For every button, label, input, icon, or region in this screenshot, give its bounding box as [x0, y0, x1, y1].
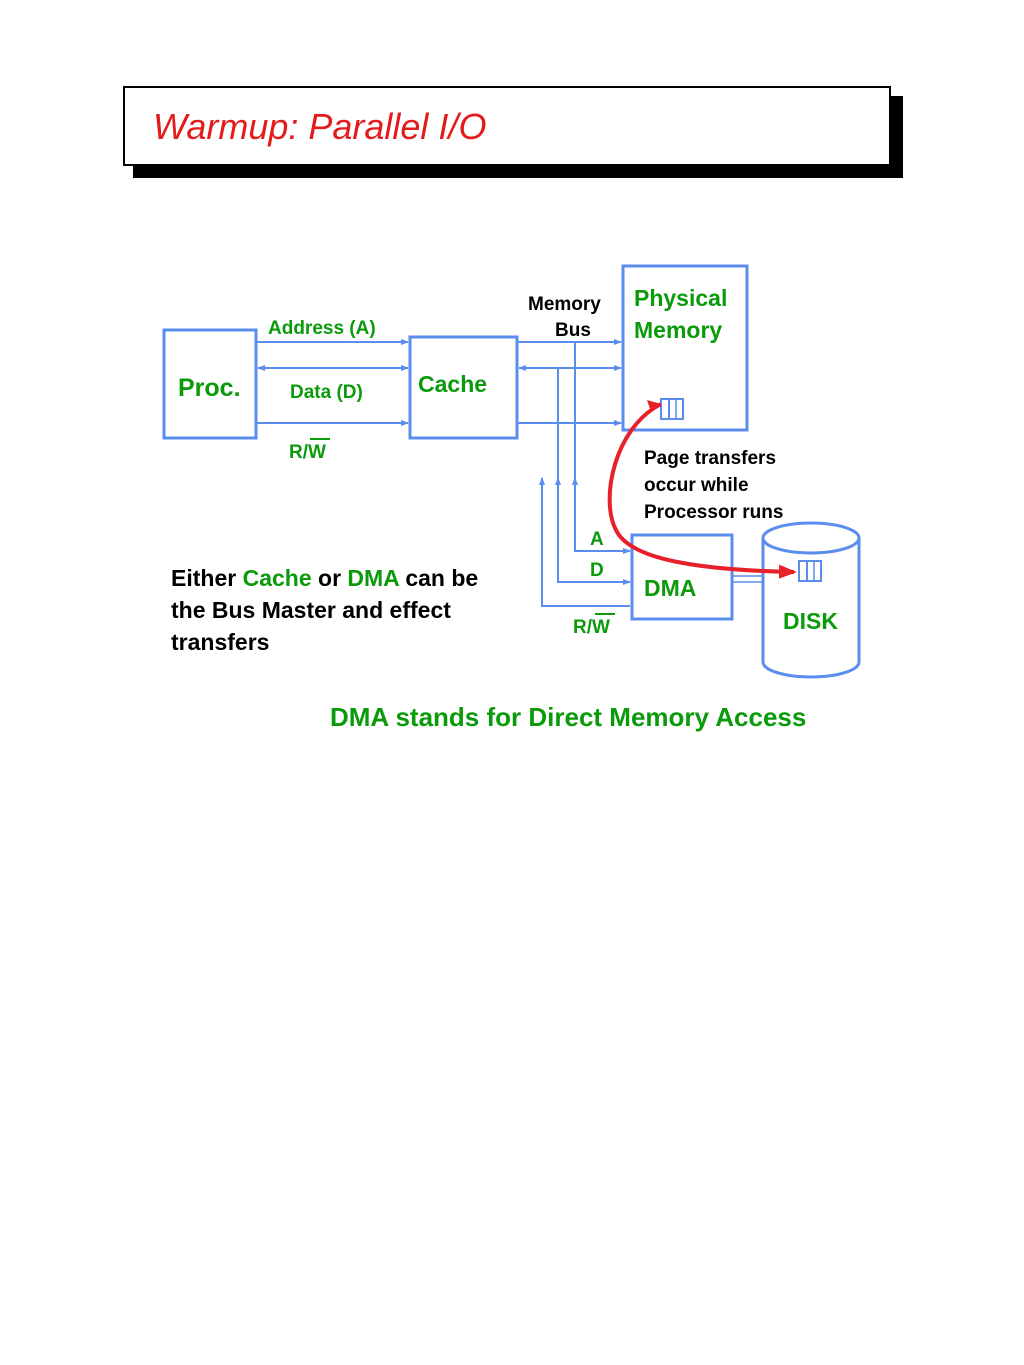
disk-label: DISK [783, 608, 838, 634]
memory-label-line2: Memory [634, 317, 722, 343]
transfer-note-line1: Page transfers [644, 448, 776, 469]
rw-label-right: R/W [573, 617, 610, 638]
transfer-note-line2: occur while [644, 475, 749, 496]
dma-box [630, 533, 734, 621]
bus-label-line2: Bus [555, 320, 591, 341]
dma-definition: DMA stands for Direct Memory Access [330, 702, 807, 732]
address-label: Address (A) [268, 318, 376, 339]
slide-title: Warmup: Parallel I/O [153, 106, 487, 147]
dma-rw-line [539, 477, 630, 607]
proc-box [162, 328, 258, 440]
rw-label-left: R/W [289, 442, 326, 463]
memory-label-line1: Physical [634, 285, 727, 311]
proc-label: Proc. [178, 374, 241, 402]
disk-cylinder [761, 521, 861, 679]
memory-page-icon [660, 398, 684, 420]
dma-label: DMA [644, 575, 696, 601]
bus-master-note: Either Cache or DMA can be the Bus Maste… [171, 565, 479, 655]
page-transfer-arrow [607, 402, 797, 579]
memory-box [621, 264, 749, 432]
dma-d-label: D [590, 560, 604, 581]
cache-box [408, 335, 519, 440]
note-cache-word: Cache [242, 565, 312, 591]
dma-data-line [557, 368, 631, 585]
note-dma-word: DMA [347, 565, 399, 591]
bus-label-line1: Memory [528, 294, 601, 315]
title-box: Warmup: Parallel I/O [123, 86, 891, 166]
dma-a-label: A [590, 529, 604, 550]
dma-address-line [574, 342, 631, 554]
transfer-note-line3: Processor runs [644, 502, 783, 523]
disk-page-icon [798, 560, 822, 582]
cache-label: Cache [418, 371, 487, 397]
data-label: Data (D) [290, 382, 363, 403]
